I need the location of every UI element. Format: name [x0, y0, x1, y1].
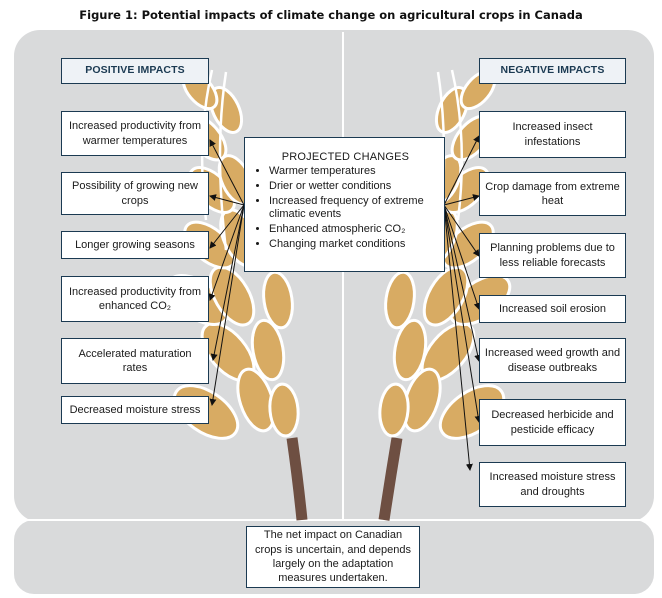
net-impact-box: The net impact on Canadian crops is unce…: [246, 526, 420, 588]
positive-impact-box: Increased productivity from enhanced CO₂: [61, 276, 209, 322]
positive-impact-box: Decreased moisture stress: [61, 396, 209, 424]
positive-impact-box: Possibility of growing new crops: [61, 172, 209, 215]
negative-impacts-header: NEGATIVE IMPACTS: [479, 58, 626, 84]
positive-impact-box: Accelerated maturation rates: [61, 338, 209, 384]
negative-impact-box: Decreased herbicide and pesticide effica…: [479, 399, 626, 446]
negative-impact-box: Increased soil erosion: [479, 295, 626, 323]
negative-impact-box: Increased weed growth and disease outbre…: [479, 338, 626, 383]
positive-impacts-header: POSITIVE IMPACTS: [61, 58, 209, 84]
positive-impact-box: Increased productivity from warmer tempe…: [61, 111, 209, 156]
projected-change-item: Drier or wetter conditions: [269, 180, 438, 194]
projected-changes-title: PROJECTED CHANGES: [253, 151, 438, 163]
projected-change-item: Increased frequency of extreme climatic …: [269, 195, 438, 223]
negative-impact-box: Increased moisture stress and droughts: [479, 462, 626, 507]
figure-title: Figure 1: Potential impacts of climate c…: [0, 8, 662, 22]
negative-impact-box: Planning problems due to less reliable f…: [479, 233, 626, 278]
positive-impact-box: Longer growing seasons: [61, 231, 209, 259]
projected-change-item: Warmer temperatures: [269, 165, 438, 179]
projected-change-item: Enhanced atmospheric CO₂: [269, 223, 438, 237]
projected-changes-box: PROJECTED CHANGES Warmer temperatures Dr…: [244, 137, 445, 272]
negative-impact-box: Increased insect infestations: [479, 111, 626, 158]
negative-impact-box: Crop damage from extreme heat: [479, 172, 626, 216]
projected-changes-list: Warmer temperatures Drier or wetter cond…: [253, 165, 438, 252]
projected-change-item: Changing market conditions: [269, 238, 438, 252]
